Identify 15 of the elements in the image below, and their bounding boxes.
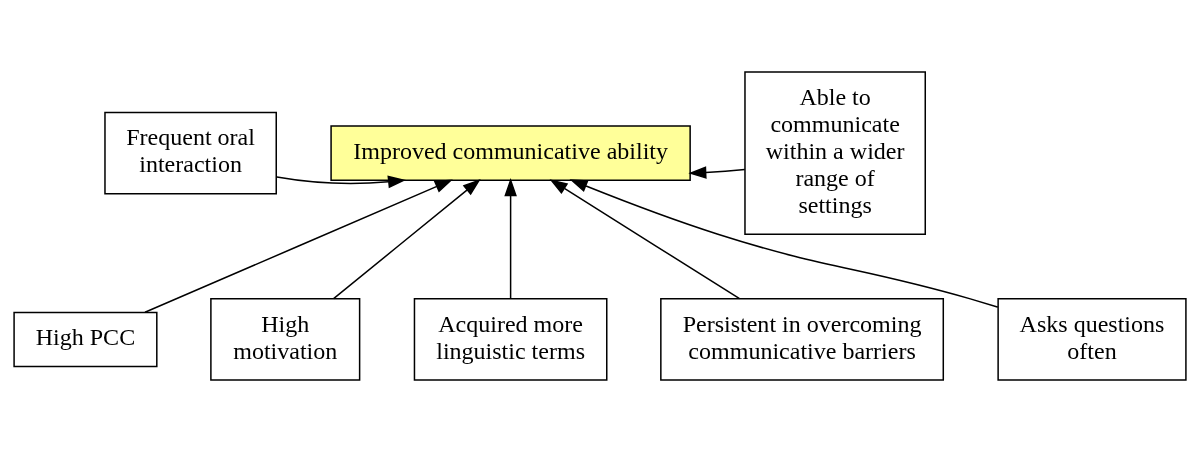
node-box: Persistent in overcoming communicative barriers xyxy=(660,297,945,381)
arrow xyxy=(688,165,746,179)
arrow xyxy=(276,175,407,188)
node-box: Able to communicate within a wider range of settings xyxy=(744,70,926,235)
arrow xyxy=(569,178,999,308)
arrow xyxy=(504,177,517,299)
arrow xyxy=(144,179,453,313)
arrow xyxy=(549,178,741,299)
node-box: High motivation xyxy=(210,297,361,381)
node-box: Asks questions often xyxy=(997,297,1187,381)
node-box: High PCC xyxy=(13,311,158,367)
node-box: Acquired more linguistic terms xyxy=(413,297,608,381)
node-box: Frequent oral interaction xyxy=(104,111,277,194)
arrow xyxy=(332,178,481,299)
node-box: Improved communicative ability xyxy=(330,124,691,181)
